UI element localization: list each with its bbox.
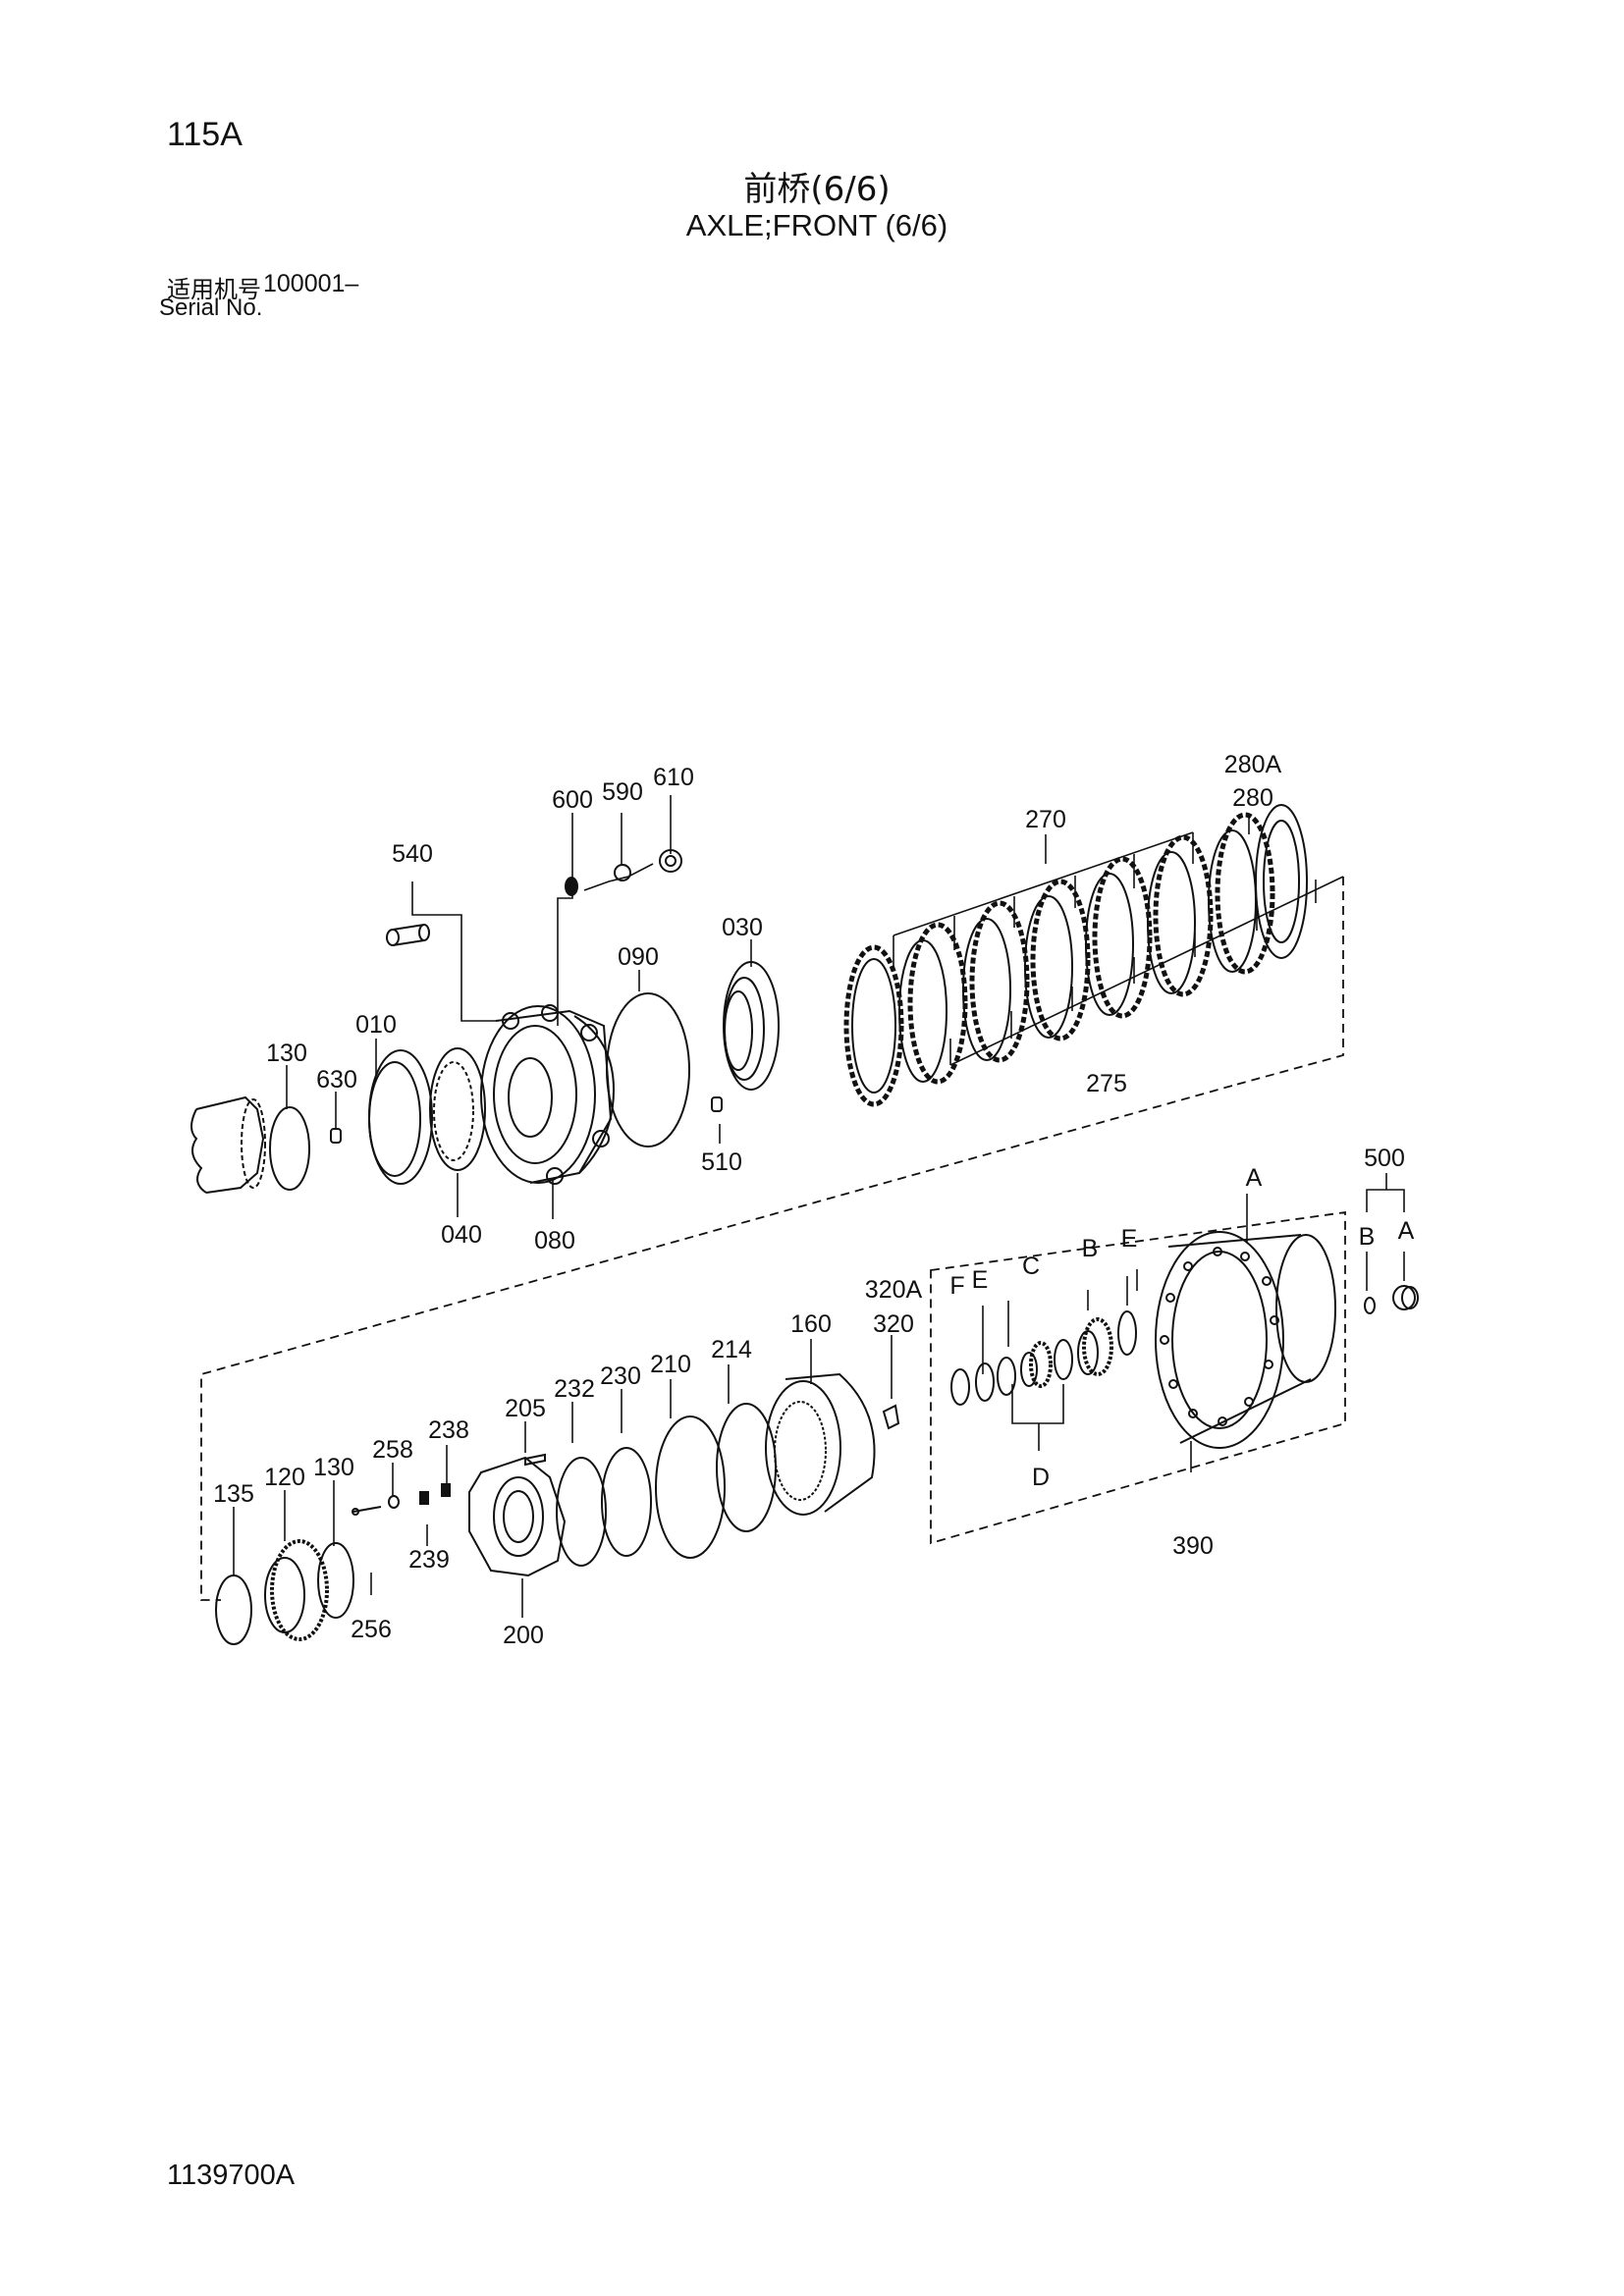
part-label-120: 120 (264, 1464, 305, 1491)
part-label-130-upper: 130 (266, 1040, 307, 1067)
leader-lines (233, 795, 1405, 1618)
o-ring-210-drawing (655, 1415, 726, 1559)
small-parts-238-239-258-256-drawing (352, 1483, 451, 1516)
page-title-chinese: 前桥(6/6) (743, 170, 891, 209)
housing-080-drawing (480, 1004, 616, 1185)
gear-120-drawing (264, 1539, 329, 1641)
pin-630-drawing (330, 1128, 342, 1144)
part-label-320: 320 (873, 1310, 914, 1338)
plate-200-drawing (468, 1456, 567, 1577)
assembly-outline-lines (200, 877, 1346, 1601)
part-label-510: 510 (701, 1148, 742, 1176)
part-label-238: 238 (428, 1416, 469, 1444)
page-code: 115A (167, 116, 243, 153)
part-label-590: 590 (602, 778, 643, 806)
drawing-number: 1139700A (167, 2160, 296, 2191)
hub-390-drawing (950, 1231, 1336, 1449)
part-label-160: 160 (790, 1310, 832, 1338)
ring-130-upper-drawing (269, 1106, 310, 1191)
part-label-390-A: A (1246, 1164, 1263, 1192)
shaft-end-drawing (190, 1095, 266, 1194)
part-label-280: 280 (1232, 784, 1273, 812)
part-label-090: 090 (618, 943, 659, 971)
part-label-210: 210 (650, 1351, 691, 1378)
part-label-610: 610 (653, 764, 694, 791)
part-label-239: 239 (408, 1546, 450, 1574)
plug-500-drawing (1364, 1285, 1419, 1314)
part-label-256: 256 (351, 1616, 392, 1643)
part-label-275: 275 (1086, 1070, 1127, 1097)
o-ring-230-drawing (601, 1447, 652, 1557)
part-label-135: 135 (213, 1480, 254, 1508)
part-label-232: 232 (554, 1375, 595, 1403)
part-label-390-F: F (949, 1272, 964, 1300)
o-ring-214-drawing (716, 1403, 777, 1532)
part-label-500: 500 (1364, 1145, 1405, 1172)
page-title-english: AXLE;FRONT (6/6) (685, 208, 948, 242)
part-label-080: 080 (534, 1227, 575, 1255)
part-label-205: 205 (505, 1395, 546, 1422)
part-label-030: 030 (722, 914, 763, 941)
clutch-disc-stack-drawing (843, 804, 1308, 1107)
seal-030-drawing (723, 961, 780, 1091)
part-label-130-lower: 130 (313, 1454, 354, 1481)
part-label-630: 630 (316, 1066, 357, 1094)
serial-label-chinese: 适用机号 (167, 276, 261, 303)
hardware-600-590-610-drawing (565, 849, 682, 896)
part-label-500-B: B (1359, 1223, 1376, 1251)
serial-number-range: 100001– (263, 270, 359, 297)
bolt-540-drawing (386, 924, 430, 946)
part-label-390-B: B (1082, 1235, 1099, 1262)
part-labels: 540 600 590 610 270 280A 280 090 030 010… (213, 751, 1415, 1649)
part-label-540: 540 (392, 840, 433, 868)
part-label-320A: 320A (865, 1276, 923, 1304)
part-label-390-D: D (1032, 1464, 1050, 1491)
part-label-500-A: A (1398, 1217, 1415, 1245)
carrier-160-drawing (765, 1372, 876, 1516)
ring-130-lower-drawing (317, 1542, 354, 1619)
serial-label-english: Serial No. (159, 294, 263, 321)
part-label-390-E-left: E (972, 1266, 989, 1294)
pin-205-drawing (524, 1453, 546, 1467)
part-label-280A: 280A (1224, 751, 1282, 778)
ring-010-drawing (368, 1049, 433, 1185)
part-label-390: 390 (1172, 1532, 1214, 1560)
part-label-258: 258 (372, 1436, 413, 1464)
part-label-010: 010 (355, 1011, 397, 1039)
part-label-270: 270 (1025, 806, 1066, 833)
part-label-390-C: C (1022, 1253, 1040, 1280)
o-ring-232-drawing (556, 1457, 607, 1567)
pin-510-drawing (711, 1096, 723, 1112)
part-label-390-E-right: E (1121, 1225, 1138, 1253)
part-label-200: 200 (503, 1622, 544, 1649)
part-label-600: 600 (552, 786, 593, 814)
part-label-214: 214 (711, 1336, 752, 1363)
part-label-230: 230 (600, 1362, 641, 1390)
o-ring-090-drawing (606, 992, 690, 1148)
washer-320-drawing (882, 1404, 900, 1430)
ring-135-drawing (215, 1575, 252, 1645)
bearing-040-drawing (429, 1047, 486, 1171)
part-label-040: 040 (441, 1221, 482, 1249)
